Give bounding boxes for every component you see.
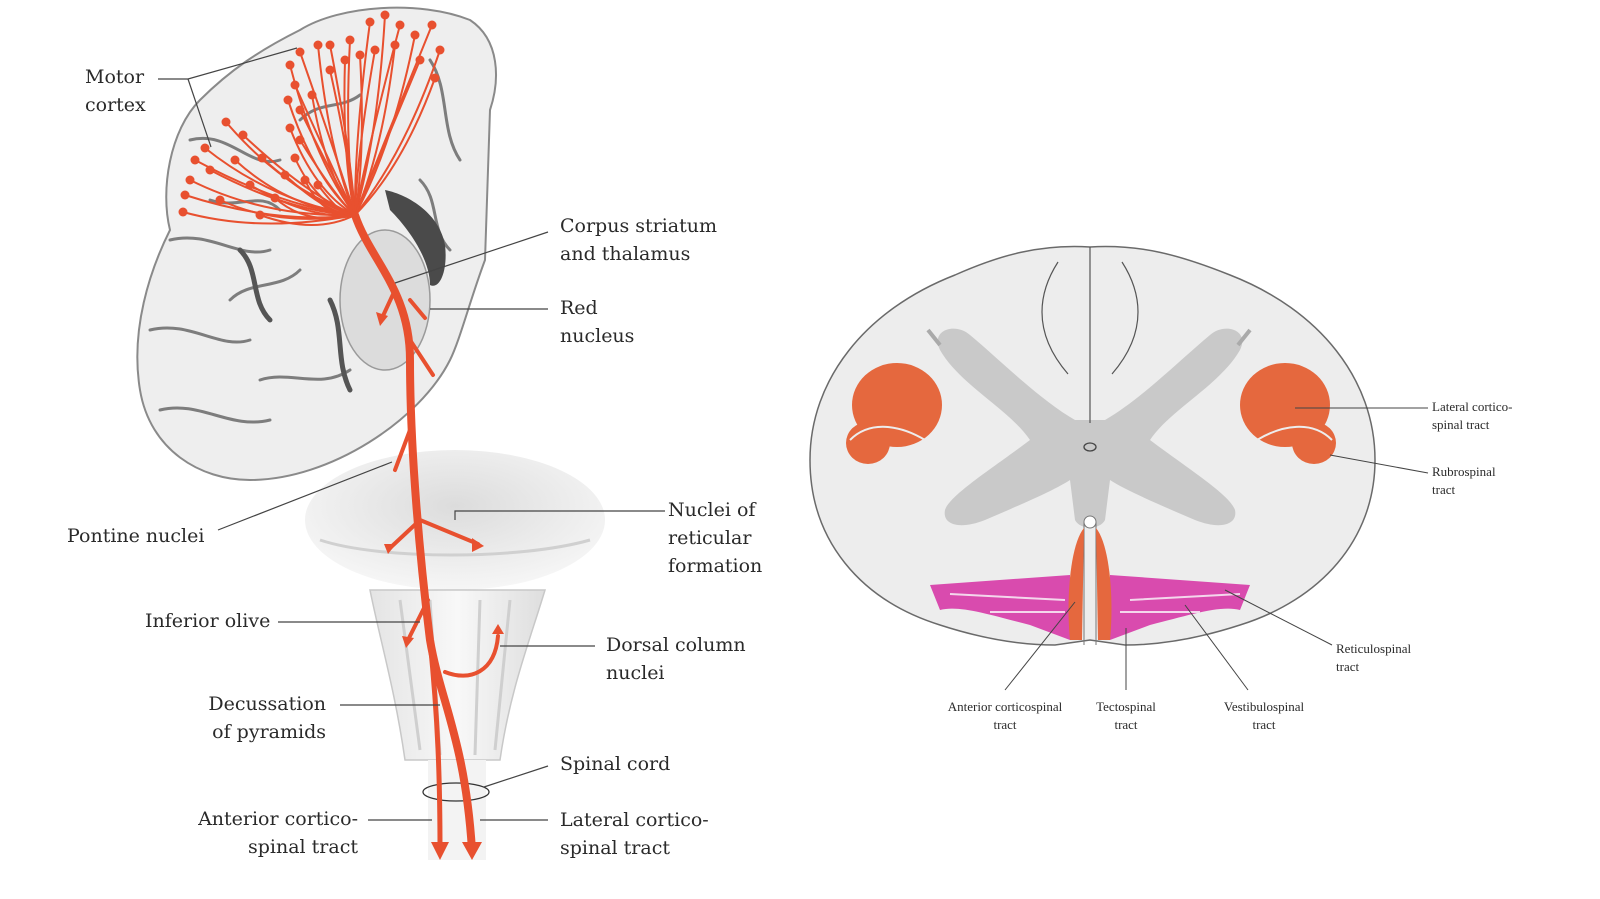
cortical-fiber bbox=[294, 157, 356, 216]
cortex-neuron-dot bbox=[295, 105, 305, 115]
cortex-neuron-dot bbox=[205, 165, 215, 175]
cortex-neuron-dot bbox=[395, 20, 405, 30]
cortex-neuron-dot bbox=[355, 50, 365, 60]
label-rubrospinal-tract: Rubrospinal tract bbox=[1432, 464, 1496, 497]
cortical-fiber bbox=[242, 134, 356, 216]
label-pontine-nuclei: Pontine nuclei bbox=[67, 525, 205, 547]
left-leader-lines bbox=[158, 47, 665, 821]
cortex-neuron-dot bbox=[285, 123, 295, 133]
cortex-neuron-dot bbox=[280, 170, 290, 180]
cortex-neuron-dot bbox=[285, 60, 295, 70]
cortical-fiber bbox=[354, 59, 421, 216]
label-red-nucleus: Red nucleus bbox=[560, 297, 635, 347]
cortex-neuron-dot bbox=[325, 65, 335, 75]
label-reticulospinal-tract: Reticulospinal tract bbox=[1336, 641, 1412, 674]
cortical-fiber bbox=[249, 184, 356, 217]
cortex-neuron-dot bbox=[313, 180, 323, 190]
cortex-neuron-dots bbox=[178, 10, 445, 220]
cortex-neuron-dot bbox=[290, 153, 300, 163]
cortical-fiber bbox=[274, 197, 356, 220]
cortex-neuron-dot bbox=[370, 45, 380, 55]
cortex-neuron-dot bbox=[307, 90, 317, 100]
label-anterior-corticospinal-tract-left: Anterior cortico- spinal tract bbox=[198, 808, 358, 858]
label-motor-cortex: Motor cortex bbox=[85, 66, 146, 116]
cortical-fiber bbox=[299, 51, 356, 216]
label-anterior-corticospinal-tract-right: Anterior corticospinal tract bbox=[947, 699, 1063, 732]
cortex-neuron-dot bbox=[295, 47, 305, 57]
cortical-fiber bbox=[259, 214, 356, 226]
cortex-neuron-dot bbox=[300, 175, 310, 185]
cortex-neuron-dot bbox=[427, 20, 437, 30]
cortex-neuron-dot bbox=[415, 55, 425, 65]
cortex-neuron-dot bbox=[180, 190, 190, 200]
label-lateral-corticospinal-tract-left: Lateral cortico- spinal tract bbox=[560, 809, 709, 859]
cortex-neuron-dot bbox=[200, 143, 210, 153]
cortex-neuron-dot bbox=[380, 10, 390, 20]
cortex-neuron-dot bbox=[215, 195, 225, 205]
corticospinal-tract-fibers bbox=[182, 14, 441, 226]
label-tectospinal-tract: Tectospinal tract bbox=[1096, 699, 1156, 732]
spinal-cord-cross-section bbox=[809, 245, 1376, 646]
cortex-neuron-dot bbox=[178, 207, 188, 217]
cortex-neuron-dot bbox=[221, 117, 231, 127]
tract-arrowheads bbox=[376, 312, 504, 860]
cortical-fiber bbox=[354, 49, 441, 216]
cortex-neuron-dot bbox=[345, 35, 355, 45]
cortex-neuron-dot bbox=[313, 40, 323, 50]
cortex-neuron-dot bbox=[255, 210, 265, 220]
cortex-neuron-dot bbox=[270, 193, 280, 203]
cortex-neuron-dot bbox=[245, 180, 255, 190]
cortex-neuron-dot bbox=[435, 45, 445, 55]
label-vestibulospinal-tract: Vestibulospinal tract bbox=[1223, 699, 1305, 732]
descending-tract bbox=[351, 211, 500, 854]
cortex-neuron-dot bbox=[340, 55, 350, 65]
label-spinal-cord: Spinal cord bbox=[560, 753, 671, 775]
cortex-neuron-dot bbox=[283, 95, 293, 105]
cortex-neuron-dot bbox=[325, 40, 335, 50]
cortex-neuron-dot bbox=[410, 30, 420, 40]
cortex-neuron-dot bbox=[190, 155, 200, 165]
cortex-neuron-dot bbox=[390, 40, 400, 50]
cortex-neuron-dot bbox=[185, 175, 195, 185]
cortical-fiber bbox=[354, 77, 436, 216]
cortical-fiber bbox=[299, 139, 356, 216]
cortex-neuron-dot bbox=[230, 155, 240, 165]
label-lateral-corticospinal-tract-right: Lateral cortico- spinal tract bbox=[1432, 399, 1513, 432]
cortex-neuron-dot bbox=[365, 17, 375, 27]
label-dorsal-column-nuclei: Dorsal column nuclei bbox=[606, 634, 746, 684]
cortex-neuron-dot bbox=[257, 153, 267, 163]
label-corpus-striatum-thalamus: Corpus striatum and thalamus bbox=[560, 215, 718, 265]
right-leader-lines bbox=[1004, 407, 1429, 691]
label-decussation-of-pyramids: Decussation of pyramids bbox=[208, 693, 326, 743]
label-nuclei-reticular-formation: Nuclei of reticular formation bbox=[668, 499, 763, 577]
cortical-fiber bbox=[343, 59, 356, 216]
cortex-neuron-dot bbox=[238, 130, 248, 140]
cortical-fiber bbox=[311, 94, 356, 216]
label-inferior-olive: Inferior olive bbox=[145, 610, 271, 632]
cortex-neuron-dot bbox=[430, 73, 440, 83]
cortical-fiber bbox=[354, 49, 376, 216]
cortex-neuron-dot bbox=[290, 80, 300, 90]
cortex-neuron-dot bbox=[295, 135, 305, 145]
